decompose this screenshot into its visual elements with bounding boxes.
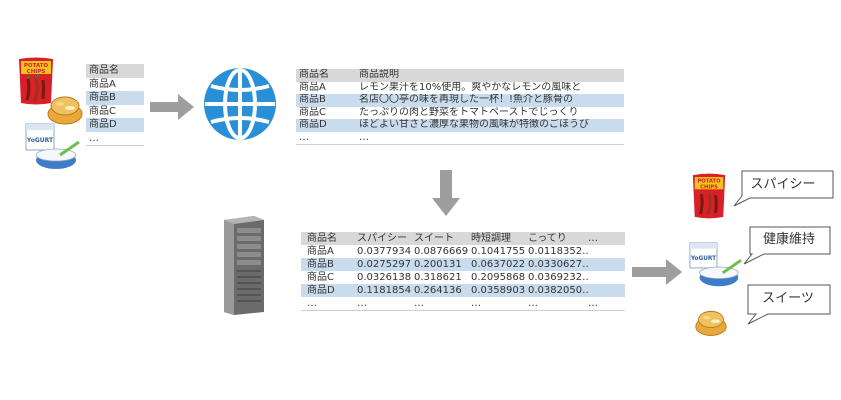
bubble-tail xyxy=(747,284,831,325)
table-cell: 0.0369232… xyxy=(528,272,588,283)
table-cell: … xyxy=(588,298,598,309)
description-table: 商品名 商品説明 商品A レモン果汁を10%使用。爽やかなレモンの風味と 商品B… xyxy=(296,69,624,145)
cream-puff-icon xyxy=(47,96,83,125)
table-cell: 商品D xyxy=(299,119,327,130)
list-item: 商品A xyxy=(89,78,116,90)
table-cell: 0.318621 xyxy=(414,272,462,283)
table-row: 商品B 0.0275297 0.200131 0.0637022 0.03306… xyxy=(301,258,625,271)
tag-spicy: スパイシー xyxy=(750,177,816,192)
table-cell xyxy=(588,271,618,284)
table-cell: 0.1181854 xyxy=(357,285,412,296)
yogurt-label: YoGURT xyxy=(690,256,716,262)
table-cell: 0.0382050… xyxy=(528,285,588,296)
table-row: … … xyxy=(296,131,624,145)
tag-sweets: スイーツ xyxy=(762,291,814,306)
arrow-right-icon xyxy=(150,94,194,120)
table-cell: 商品B xyxy=(307,259,334,270)
table-cell: 0.0118352… xyxy=(528,246,588,257)
yogurt-label: YoGURT xyxy=(26,137,54,144)
chips-label-line2: CHIPS xyxy=(27,69,46,75)
potato-chips-icon: POTATO CHIPS xyxy=(19,57,53,105)
table-row: … … … … … … xyxy=(301,297,625,311)
cream-puff-icon xyxy=(695,310,727,336)
header-sweet: スイート xyxy=(414,233,454,244)
header-product-name: 商品名 xyxy=(307,233,337,244)
table-row: 商品B 名店〇〇亭の味を再現した一杯！!魚介と豚骨の xyxy=(296,94,624,107)
globe-icon xyxy=(204,68,276,140)
arrow-down-icon xyxy=(432,170,460,216)
table-cell: レモン果汁を10%使用。爽やかなレモンの風味と xyxy=(359,81,582,93)
header-more: … xyxy=(588,233,598,244)
chips-label-line1: POTATO xyxy=(24,63,49,69)
table-cell xyxy=(588,258,618,271)
product-list-header: 商品名 xyxy=(86,64,144,78)
product-name-list: 商品名 商品A 商品B 商品C 商品D … xyxy=(86,64,144,146)
table-cell: 0.0330627… xyxy=(528,259,588,270)
table-cell xyxy=(588,245,618,258)
table-cell: 0.0275297 xyxy=(357,259,412,270)
table-cell: 商品C xyxy=(299,106,326,118)
list-item: 商品D xyxy=(86,118,144,132)
table-cell: 0.0637022 xyxy=(471,259,526,270)
header-product-name: 商品名 xyxy=(299,69,329,80)
table-cell: ほどよい甘さと濃厚な果物の風味が特徴のごほうび xyxy=(359,119,589,130)
header-description: 商品説明 xyxy=(359,69,399,80)
table-row: 商品D 0.1181854 0.264136 0.0358903 0.03820… xyxy=(301,284,625,297)
table-cell: 0.0377934 xyxy=(357,246,412,257)
bubble-tail xyxy=(743,226,831,265)
list-item: 商品B xyxy=(86,91,144,105)
table-cell: 商品A xyxy=(307,246,334,257)
table-cell: … xyxy=(414,298,424,309)
chips-label-line2: CHIPS xyxy=(700,184,718,190)
header-quick-cooking: 時短調理 xyxy=(471,233,511,244)
table-row: 商品D ほどよい甘さと濃厚な果物の風味が特徴のごほうび xyxy=(296,119,624,132)
table-cell: 商品B xyxy=(299,94,326,105)
table-row: 商品A レモン果汁を10%使用。爽やかなレモンの風味と xyxy=(296,82,624,95)
table-cell: 0.0358903 xyxy=(471,285,526,296)
table-cell: 0.200131 xyxy=(414,259,462,270)
list-item: … xyxy=(86,132,144,146)
table-cell: 0.0876669 xyxy=(414,246,469,257)
chips-label-line1: POTATO xyxy=(697,179,721,185)
table-cell: たっぷりの肉と野菜をトマトペーストでじっくり xyxy=(359,106,579,118)
table-cell: … xyxy=(359,131,369,143)
table-row: 商品C たっぷりの肉と野菜をトマトペーストでじっくり xyxy=(296,107,624,120)
score-table: 商品名 スパイシー スイート 時短調理 こってり … 商品A 0.0377934… xyxy=(301,232,625,311)
table-cell: 0.1041755 xyxy=(471,246,526,257)
table-row: 商品C 0.0326138 0.318621 0.2095868 0.03692… xyxy=(301,271,625,284)
arrow-right-icon xyxy=(632,259,682,285)
server-icon xyxy=(224,216,264,315)
table-header-row: 商品名 スパイシー スイート 時短調理 こってり … xyxy=(301,232,625,245)
table-row: 商品A 0.0377934 0.0876669 0.1041755 0.0118… xyxy=(301,245,625,258)
list-item: 商品C xyxy=(89,105,116,117)
table-cell: 名店〇〇亭の味を再現した一杯！!魚介と豚骨の xyxy=(359,94,574,105)
table-cell: … xyxy=(307,298,317,309)
yogurt-icon: YoGURT xyxy=(25,123,80,169)
header-spicy: スパイシー xyxy=(357,233,407,244)
table-cell: 商品C xyxy=(307,272,334,283)
table-header-row: 商品名 商品説明 xyxy=(296,69,624,82)
yogurt-icon: YoGURT xyxy=(689,242,742,287)
table-cell: 商品A xyxy=(299,81,326,93)
tag-health: 健康維持 xyxy=(762,232,815,247)
table-cell: … xyxy=(299,131,309,143)
bubble-tail xyxy=(733,170,834,207)
table-cell: 0.264136 xyxy=(414,285,462,296)
table-cell: 商品D xyxy=(307,285,335,296)
table-cell: … xyxy=(471,298,481,309)
table-cell: 0.0326138 xyxy=(357,272,412,283)
potato-chips-icon: POTATO CHIPS xyxy=(692,173,726,219)
table-cell xyxy=(588,284,618,297)
header-rich: こってり xyxy=(528,233,567,244)
table-cell: … xyxy=(357,298,367,309)
table-cell: 0.2095868 xyxy=(471,272,526,283)
table-cell: … xyxy=(528,298,538,309)
